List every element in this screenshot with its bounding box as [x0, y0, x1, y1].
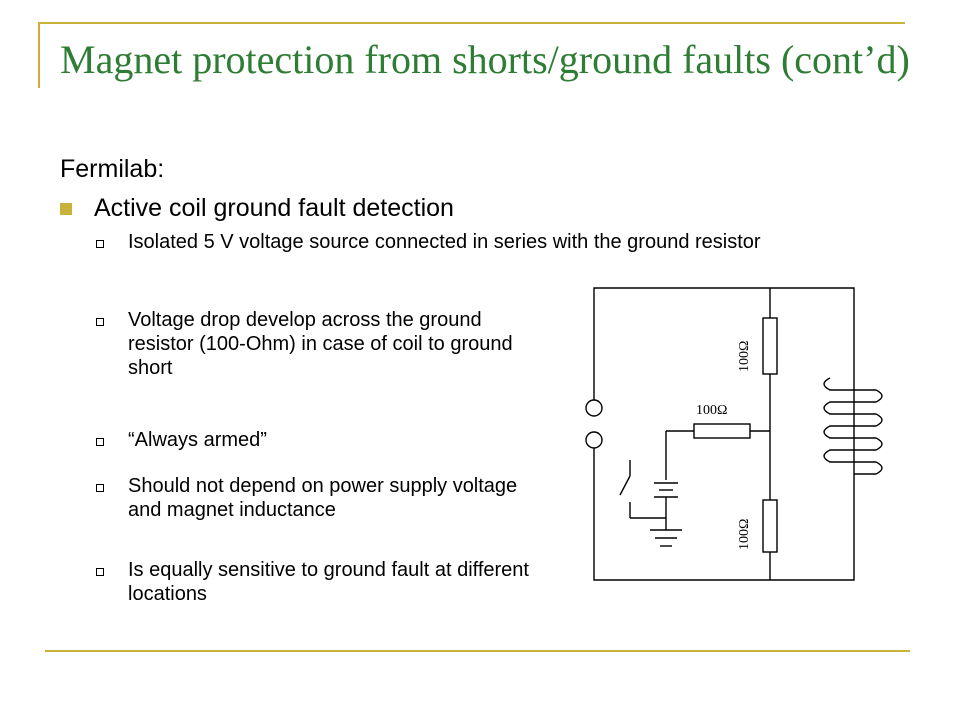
resistor-top: [762, 317, 778, 375]
sub-bullet-text: Voltage drop develop across the ground r…: [128, 309, 513, 379]
hollow-square-bullet-icon: [96, 240, 104, 248]
resistor-middle-label: 100Ω: [696, 403, 727, 418]
main-bullet: Active coil ground fault detection: [60, 194, 454, 223]
sub-bullet: Should not depend on power supply voltag…: [96, 474, 546, 522]
main-bullet-text: Active coil ground fault detection: [94, 194, 454, 222]
sub-bullet: Is equally sensitive to ground fault at …: [96, 558, 546, 606]
terminal-bottom: [585, 431, 603, 449]
switch-lever: [619, 475, 631, 496]
sub-bullet-text: Isolated 5 V voltage source connected in…: [128, 231, 761, 253]
sub-bullet-text: Should not depend on power supply voltag…: [128, 475, 518, 521]
sub-bullet: Isolated 5 V voltage source connected in…: [96, 230, 866, 254]
square-bullet-icon: [60, 202, 72, 215]
hollow-square-bullet-icon: [96, 568, 104, 576]
top-rule: [40, 22, 905, 24]
bottom-rule: [45, 650, 910, 652]
hollow-square-bullet-icon: [96, 438, 104, 446]
sub-bullet-text: Is equally sensitive to ground fault at …: [128, 559, 529, 605]
resistor-bottom: [762, 499, 778, 553]
resistor-bottom-label: 100Ω: [737, 519, 752, 550]
slide-title: Magnet protection from shorts/ground fau…: [60, 37, 910, 82]
slide-subtitle: Fermilab:: [60, 155, 165, 183]
circuit-diagram: 100Ω 100Ω 100Ω: [585, 287, 883, 581]
left-rule: [38, 22, 40, 88]
outer-wire: [593, 287, 855, 581]
hollow-square-bullet-icon: [96, 484, 104, 492]
hollow-square-bullet-icon: [96, 318, 104, 326]
sub-bullet: “Always armed”: [96, 428, 546, 452]
sub-bullet: Voltage drop develop across the ground r…: [96, 308, 546, 380]
sub-bullet-text: “Always armed”: [128, 429, 267, 451]
resistor-top-label: 100Ω: [737, 341, 752, 372]
resistor-middle: [693, 423, 751, 439]
magnet-coil: [823, 377, 883, 475]
terminal-top: [585, 399, 603, 417]
